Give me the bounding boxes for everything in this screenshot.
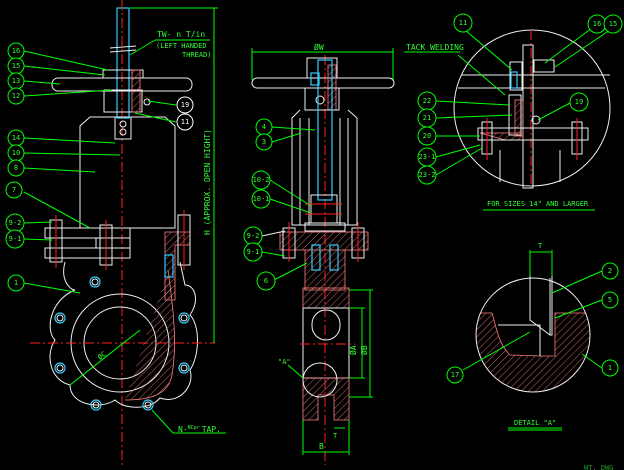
svg-text:3: 3 xyxy=(262,138,266,146)
svg-text:9-1: 9-1 xyxy=(9,235,22,243)
svg-text:20: 20 xyxy=(423,132,431,140)
thread-note: TW- n T/in xyxy=(157,30,205,39)
svg-text:1: 1 xyxy=(14,279,18,287)
svg-text:11: 11 xyxy=(181,118,189,126)
svg-text:4: 4 xyxy=(262,123,266,131)
side-view: ØW "A" ØA ØB xyxy=(243,42,395,465)
svg-text:10-1: 10-1 xyxy=(253,195,270,203)
svg-text:15: 15 xyxy=(609,20,617,28)
svg-text:10: 10 xyxy=(12,149,20,157)
bore-dimension-label: ØC xyxy=(96,350,108,361)
svg-text:9-2: 9-2 xyxy=(247,232,260,240)
stem xyxy=(116,7,130,119)
detail-a-reference: "A" xyxy=(278,358,291,366)
large-size-detail: TACK WELDING 11 16 15 22 21 19 20 23-1 2… xyxy=(404,13,623,211)
front-balloons: 16 15 13 12 14 10 8 7 9-2 9-1 1 19 11 xyxy=(5,42,194,294)
svg-text:13: 13 xyxy=(12,77,20,85)
side-balloons: 4 3 10-2 10-1 9-2 9-1 6 xyxy=(243,118,316,291)
thread-note-line3: THREAD) xyxy=(182,51,212,59)
yoke xyxy=(79,116,176,229)
svg-text:9-2: 9-2 xyxy=(9,219,22,227)
svg-text:19: 19 xyxy=(575,98,583,106)
detail-a-circle xyxy=(475,277,591,393)
large-size-caption: FOR SIZES 14" AND LARGER xyxy=(487,200,589,208)
svg-text:23-1: 23-1 xyxy=(419,153,436,161)
width-dimension-label: B xyxy=(319,442,324,451)
corner-text: WT. DWG xyxy=(584,464,614,470)
svg-text:8: 8 xyxy=(14,164,18,172)
svg-text:21: 21 xyxy=(423,114,431,122)
svg-text:19: 19 xyxy=(181,101,189,109)
dimension-b-label: ØB xyxy=(359,345,369,355)
detail-a-caption: DETAIL "A" xyxy=(514,419,556,427)
detail-a-thickness-label: T xyxy=(538,242,543,250)
dimension-a-label: ØA xyxy=(348,345,358,355)
thread-note-line2: (LEFT HANDED xyxy=(156,42,207,50)
height-dimension-label: H (APPROX. OPEN HIGHT) xyxy=(203,129,212,235)
svg-text:6: 6 xyxy=(264,277,268,285)
svg-text:2: 2 xyxy=(608,267,612,275)
front-view: ØC H (APPROX. OPEN HIGHT) TW- n T/in (LE… xyxy=(5,0,226,465)
svg-text:15: 15 xyxy=(12,62,20,70)
svg-text:17: 17 xyxy=(451,371,459,379)
svg-text:23-2: 23-2 xyxy=(419,171,436,179)
svg-text:16: 16 xyxy=(12,47,20,55)
gate-thickness-label: T xyxy=(333,432,338,440)
svg-text:12: 12 xyxy=(12,92,20,100)
svg-text:1: 1 xyxy=(608,364,612,372)
svg-text:5: 5 xyxy=(608,296,612,304)
detail-a: T 2 5 1 17 DETAIL "A" xyxy=(446,242,619,431)
svg-text:14: 14 xyxy=(12,134,20,142)
svg-text:11: 11 xyxy=(459,19,467,27)
svg-text:16: 16 xyxy=(593,20,601,28)
svg-text:22: 22 xyxy=(423,97,431,105)
svg-text:10-2: 10-2 xyxy=(253,176,270,184)
bore-dimension-line xyxy=(69,329,141,386)
handwheel-front xyxy=(51,69,193,113)
detail-a-callout-circle xyxy=(302,362,338,398)
body-front xyxy=(30,261,215,411)
svg-text:7: 7 xyxy=(12,186,16,194)
tack-welding-note: TACK WELDING xyxy=(406,43,464,52)
handwheel-diameter-label: ØW xyxy=(314,42,324,52)
svg-text:9-1: 9-1 xyxy=(247,248,260,256)
